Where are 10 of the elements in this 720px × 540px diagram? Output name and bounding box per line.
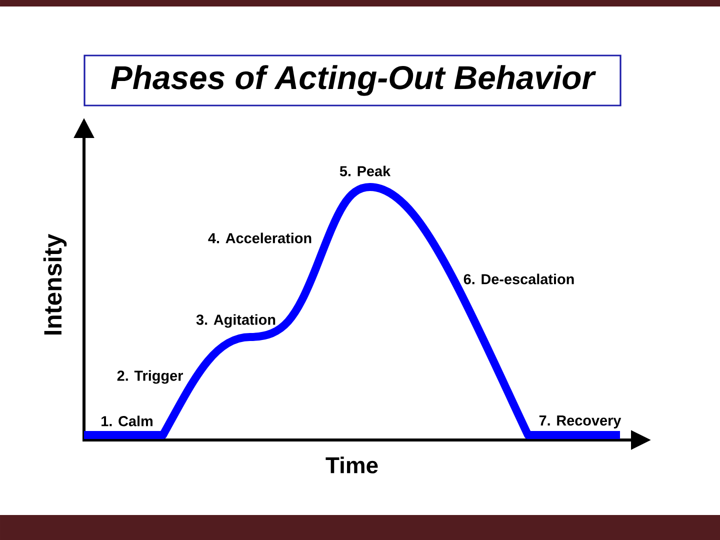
phase-label: 5. Peak bbox=[340, 166, 391, 176]
axis-label: Intensity bbox=[43, 234, 67, 335]
axis-label: Time bbox=[326, 456, 378, 474]
phase-label: 1. Calm bbox=[102, 416, 152, 426]
title-box: Phases of Acting-Out Behavior bbox=[84, 54, 622, 106]
phase-label: 2. Trigger bbox=[117, 370, 183, 384]
phase-label: 4. Acceleration bbox=[208, 232, 312, 244]
phase-label: 3. Agitation bbox=[196, 314, 276, 328]
phase-label: 6. De-escalation bbox=[464, 274, 574, 284]
phase-label: 7. Recovery bbox=[539, 416, 622, 428]
